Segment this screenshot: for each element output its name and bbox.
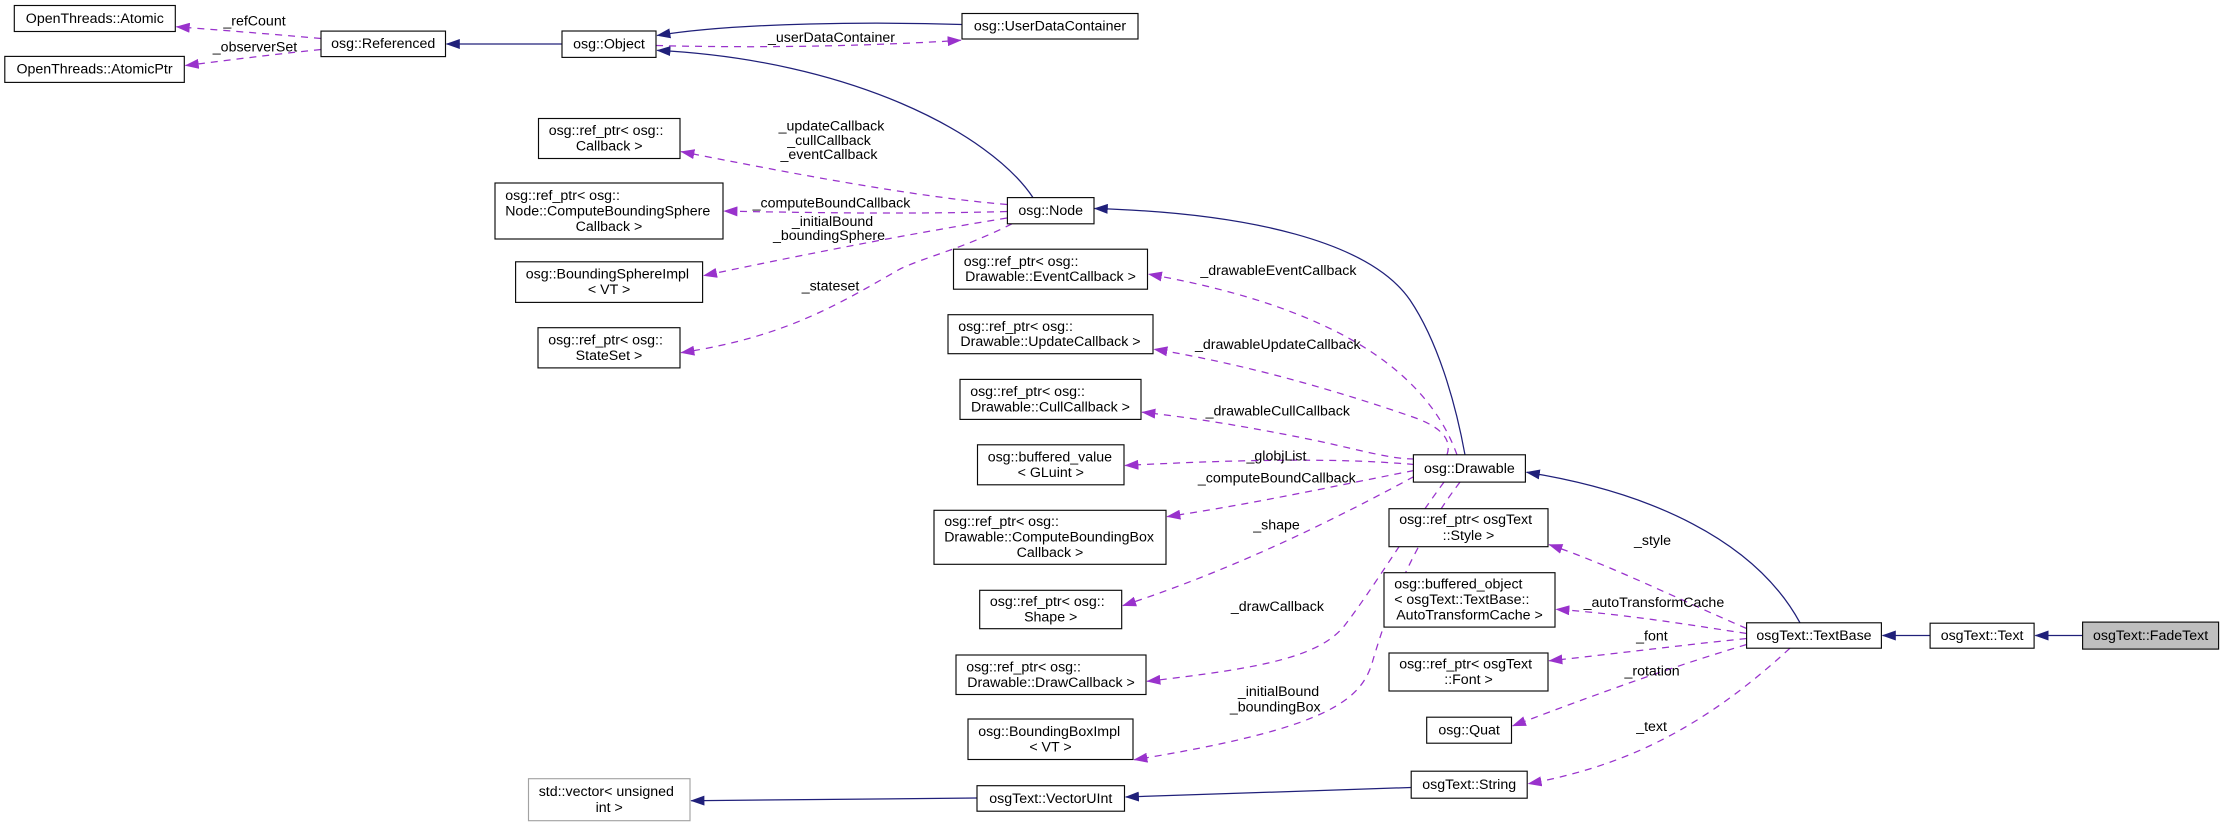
svg-text:< GLuint >: < GLuint > (1018, 465, 1084, 481)
svg-text:osgText::VectorUInt: osgText::VectorUInt (989, 791, 1112, 807)
svg-text:Node::ComputeBoundingSphere: Node::ComputeBoundingSphere (505, 203, 710, 219)
svg-text:_shape: _shape (1252, 517, 1300, 533)
svg-text:Shape >: Shape > (1024, 610, 1077, 626)
svg-text:int >: int > (596, 800, 623, 816)
svg-text:_userDataContainer: _userDataContainer (767, 30, 895, 46)
svg-text:_font: _font (1635, 629, 1668, 645)
svg-text:_drawableUpdateCallback: _drawableUpdateCallback (1194, 337, 1362, 353)
svg-text:osg::ref_ptr< osg::: osg::ref_ptr< osg:: (944, 514, 1059, 530)
svg-text:_eventCallback: _eventCallback (779, 147, 878, 163)
svg-text:_initialBound: _initialBound (1237, 684, 1319, 700)
svg-text:osg::ref_ptr< osgText: osg::ref_ptr< osgText (1399, 657, 1532, 673)
svg-text:_stateset: _stateset (801, 279, 860, 295)
svg-text:::Style >: ::Style > (1443, 528, 1495, 544)
svg-text:AutoTransformCache >: AutoTransformCache > (1396, 608, 1543, 624)
svg-text:_computeBoundCallback: _computeBoundCallback (1197, 471, 1357, 487)
svg-text:osg::BoundingBoxImpl: osg::BoundingBoxImpl (978, 724, 1120, 740)
svg-text:osg::buffered_value: osg::buffered_value (988, 449, 1112, 465)
svg-text:osgText::TextBase: osgText::TextBase (1756, 628, 1871, 644)
svg-text:_refCount: _refCount (222, 14, 285, 30)
svg-text:_observerSet: _observerSet (212, 40, 297, 56)
svg-text:Drawable::EventCallback >: Drawable::EventCallback > (965, 269, 1136, 285)
svg-text:osgText::String: osgText::String (1422, 777, 1516, 793)
svg-text:_cullCallback: _cullCallback (786, 133, 871, 149)
svg-text:_boundingBox: _boundingBox (1229, 700, 1321, 716)
svg-text:_autoTransformCache: _autoTransformCache (1583, 595, 1725, 611)
svg-text:< osgText::TextBase::: < osgText::TextBase:: (1394, 592, 1529, 608)
svg-text:_rotation: _rotation (1623, 664, 1679, 680)
svg-text:osg::ref_ptr< osg::: osg::ref_ptr< osg:: (990, 594, 1105, 610)
svg-text:Drawable::DrawCallback >: Drawable::DrawCallback > (967, 675, 1135, 691)
svg-text:_computeBoundCallback: _computeBoundCallback (752, 196, 912, 212)
svg-text:_drawableCullCallback: _drawableCullCallback (1205, 404, 1351, 420)
svg-text:osg::Node: osg::Node (1018, 203, 1083, 219)
svg-text:osgText::Text: osgText::Text (1941, 628, 2024, 644)
svg-text:Drawable::ComputeBoundingBox: Drawable::ComputeBoundingBox (944, 530, 1154, 546)
svg-text:_updateCallback: _updateCallback (778, 119, 886, 135)
svg-text:std::vector< unsigned: std::vector< unsigned (539, 784, 674, 800)
svg-text:< VT >: < VT > (1029, 739, 1071, 755)
svg-text:_style: _style (1633, 533, 1671, 549)
svg-text:::Font >: ::Font > (1444, 672, 1493, 688)
svg-text:Drawable::UpdateCallback >: Drawable::UpdateCallback > (960, 334, 1140, 350)
svg-text:osg::ref_ptr< osg::: osg::ref_ptr< osg:: (964, 254, 1079, 270)
svg-text:Callback >: Callback > (1017, 545, 1084, 561)
svg-text:_drawCallback: _drawCallback (1230, 599, 1325, 615)
svg-text:osg::ref_ptr< osgText: osg::ref_ptr< osgText (1399, 512, 1532, 528)
svg-text:osg::ref_ptr< osg::: osg::ref_ptr< osg:: (958, 319, 1073, 335)
svg-text:_drawableEventCallback: _drawableEventCallback (1199, 263, 1357, 279)
svg-text:OpenThreads::Atomic: OpenThreads::Atomic (26, 11, 164, 27)
svg-text:StateSet >: StateSet > (576, 348, 643, 364)
svg-text:Drawable::CullCallback >: Drawable::CullCallback > (971, 399, 1130, 415)
svg-text:_globjList: _globjList (1246, 449, 1307, 465)
svg-text:OpenThreads::AtomicPtr: OpenThreads::AtomicPtr (16, 62, 172, 78)
svg-text:_text: _text (1635, 719, 1667, 735)
svg-text:osg::ref_ptr< osg::: osg::ref_ptr< osg:: (505, 188, 620, 204)
svg-text:osg::Drawable: osg::Drawable (1424, 461, 1515, 477)
svg-text:_boundingSphere: _boundingSphere (772, 228, 885, 244)
svg-text:osg::buffered_object: osg::buffered_object (1394, 577, 1522, 593)
svg-text:osg::ref_ptr< osg::: osg::ref_ptr< osg:: (549, 123, 664, 139)
svg-text:osg::ref_ptr< osg::: osg::ref_ptr< osg:: (970, 384, 1085, 400)
svg-text:Callback >: Callback > (576, 139, 643, 155)
svg-text:_initialBound: _initialBound (791, 214, 873, 230)
svg-text:osg::Object: osg::Object (573, 37, 645, 53)
svg-text:osg::Quat: osg::Quat (1438, 723, 1500, 739)
svg-text:osgText::FadeText: osgText::FadeText (2093, 628, 2208, 644)
svg-text:osg::ref_ptr< osg::: osg::ref_ptr< osg:: (966, 659, 1081, 675)
svg-text:Callback >: Callback > (576, 219, 643, 235)
svg-text:osg::ref_ptr< osg::: osg::ref_ptr< osg:: (548, 332, 663, 348)
svg-text:osg::UserDataContainer: osg::UserDataContainer (974, 19, 1126, 35)
svg-text:< VT >: < VT > (588, 282, 630, 298)
svg-text:osg::BoundingSphereImpl: osg::BoundingSphereImpl (526, 267, 689, 283)
svg-text:osg::Referenced: osg::Referenced (331, 36, 435, 52)
